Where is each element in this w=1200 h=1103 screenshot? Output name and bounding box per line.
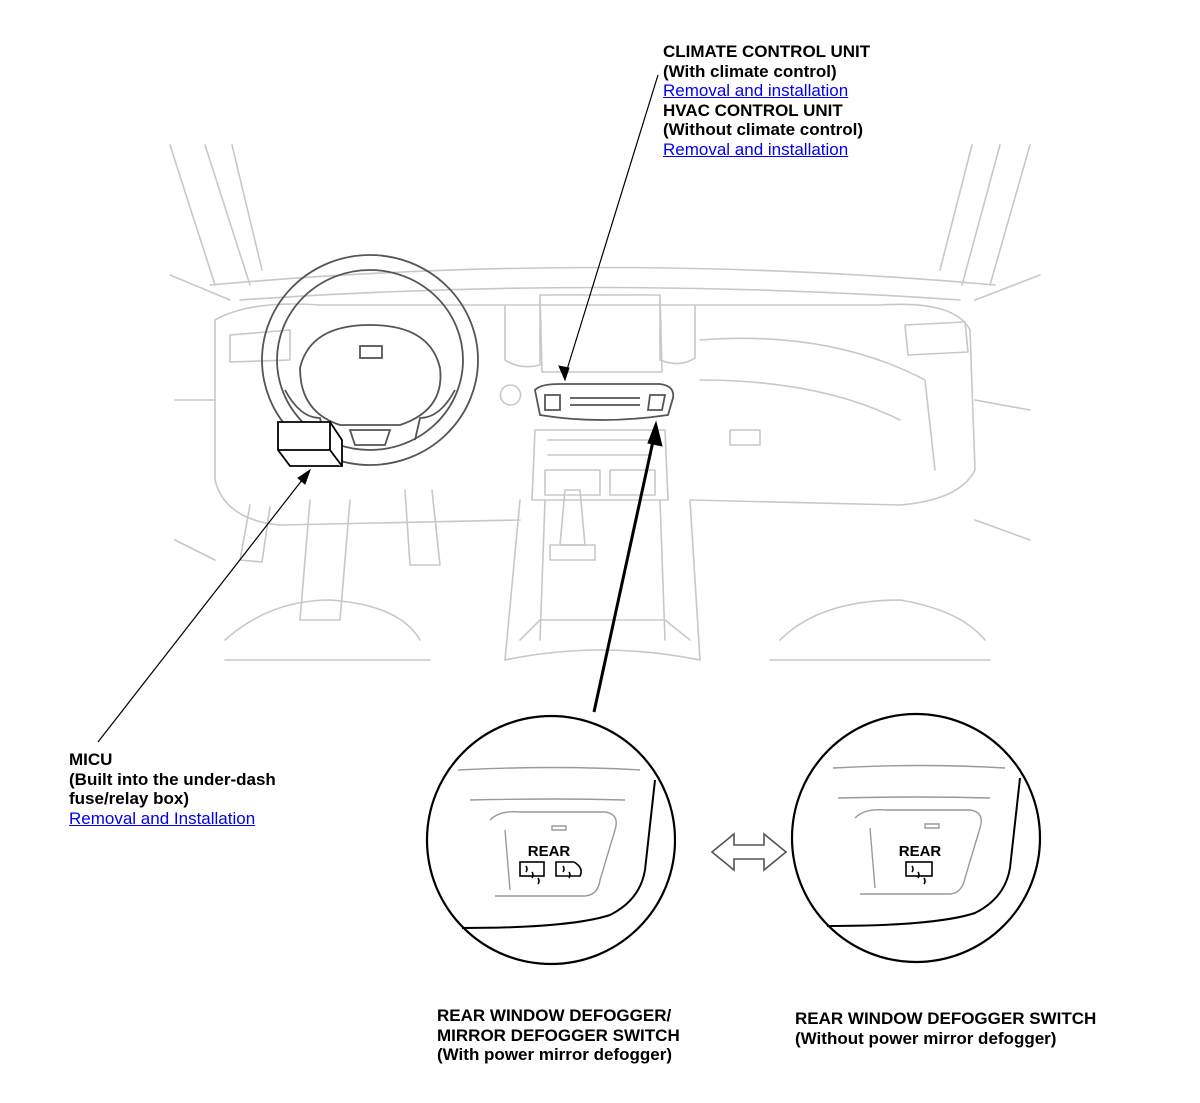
climate-control-condition: (With climate control) [663,61,837,81]
climate-control-unit [534,383,675,421]
micu-description-line-1: (Built into the under-dash [69,769,276,789]
rear-defogger-icon [905,861,933,885]
switch-with-mirror-callout: REAR WINDOW DEFOGGER/ MIRROR DEFOGGER SW… [437,1006,680,1065]
switch-with-line-2: MIRROR DEFOGGER SWITCH [437,1025,680,1045]
switch-without-line-1: REAR WINDOW DEFOGGER SWITCH [795,1009,1097,1028]
climate-removal-link[interactable]: Removal and installation [663,81,849,100]
switch-with-line-3: (With power mirror defogger) [437,1045,673,1064]
steering-wheel [261,254,479,466]
hvac-control-condition: (Without climate control) [663,120,864,139]
micu-callout: MICU (Built into the under-dash fuse/rel… [69,750,276,828]
hvac-control-title: HVAC CONTROL UNIT [663,100,843,120]
switch-without-mirror-callout: REAR WINDOW DEFOGGER SWITCH (Without pow… [795,1009,1096,1048]
dashboard-illustration [169,144,1041,661]
rear-defogger-icon [519,861,545,885]
micu-description-line-2: fuse/relay box) [69,789,189,808]
hvac-removal-link[interactable]: Removal and installation [663,139,849,159]
micu-box [277,421,343,467]
switch-without-line-2: (Without power mirror defogger) [795,1028,1057,1048]
mirror-defogger-icon [555,861,582,879]
micu-title: MICU [69,750,113,769]
climate-control-title: CLIMATE CONTROL UNIT [663,42,871,61]
detail-circle-with-mirror: REAR [425,714,677,966]
switch-with-line-1: REAR WINDOW DEFOGGER/ [437,1006,672,1025]
double-arrow-icon [710,832,788,872]
switch-face-rear-left: REAR [528,843,571,860]
switch-face-rear-right: REAR [899,843,942,860]
micu-removal-link[interactable]: Removal and Installation [69,808,256,828]
climate-hvac-callout: CLIMATE CONTROL UNIT (With climate contr… [663,42,870,159]
detail-circle-without-mirror: REAR [790,712,1042,964]
leader-lines [97,74,663,743]
